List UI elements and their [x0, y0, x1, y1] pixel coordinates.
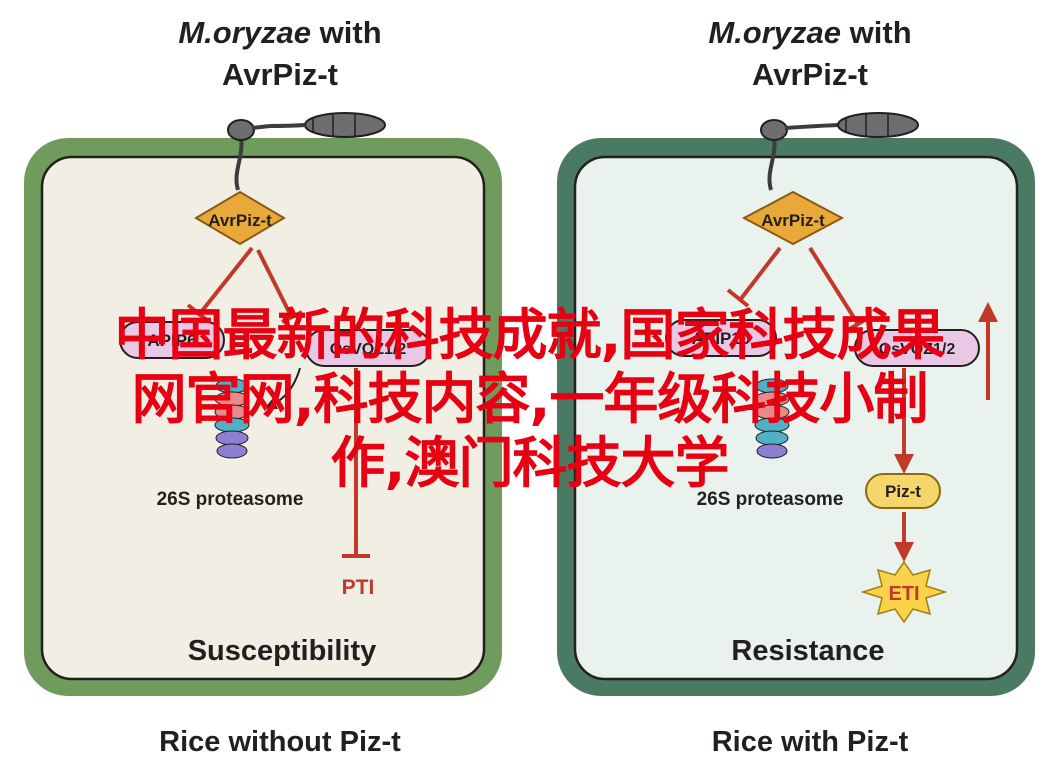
- left-cell-membrane: [40, 155, 486, 681]
- left-target-osvoz: OsVOZ1/2: [305, 329, 431, 367]
- left-pti-inhibition: [342, 368, 370, 558]
- right-piz-box: [865, 473, 941, 509]
- left-effector-label: AvrPiz-t: [208, 211, 272, 230]
- right-outcome-label: Resistance: [731, 635, 884, 667]
- right-inhibition-arrows: [726, 246, 870, 332]
- right-piz-pathway: Piz-t ETI: [860, 302, 998, 624]
- left-effector: AvrPiz-t: [194, 190, 286, 246]
- left-target1-label: APIP6: [147, 331, 196, 350]
- left-title-with: with: [319, 15, 382, 50]
- left-title-species: M.oryzae: [178, 15, 312, 50]
- right-eti-label: ETI: [888, 583, 919, 605]
- right-target-apip: APIP10: [665, 319, 777, 357]
- left-pti-label: PTI: [342, 576, 375, 599]
- left-fungus-icon: [227, 112, 386, 191]
- right-title-effector: AvrPiz-t: [752, 57, 868, 92]
- right-effector: AvrPiz-t: [741, 190, 845, 246]
- left-inhibition-arrows: [186, 246, 303, 324]
- right-proteasome-icon: [754, 378, 790, 459]
- right-title-with: with: [849, 15, 912, 50]
- right-target2-label: OsVOZ1/2: [879, 341, 956, 358]
- right-effector-label: AvrPiz-t: [761, 211, 825, 230]
- right-piz-label: Piz-t: [885, 482, 921, 501]
- right-fungus-icon: [760, 112, 919, 191]
- right-panel-title: M.oryzae with AvrPiz-t: [660, 12, 960, 96]
- left-proteasome-label: 26S proteasome: [157, 489, 304, 510]
- right-proteasome-label: 26S proteasome: [697, 489, 844, 510]
- right-caption: Rice with Piz-t: [711, 726, 909, 758]
- left-panel-title: M.oryzae with AvrPiz-t: [130, 12, 430, 96]
- left-cell: [24, 138, 502, 696]
- left-proteasome-icon: [214, 367, 301, 459]
- right-target1-label: APIP10: [692, 329, 751, 348]
- left-outcome-label: Susceptibility: [188, 635, 377, 667]
- left-target-apip: APIP6: [119, 321, 225, 359]
- right-title-species: M.oryzae: [708, 15, 842, 50]
- right-eti-burst-icon: [860, 560, 948, 624]
- left-title-effector: AvrPiz-t: [222, 57, 338, 92]
- right-target-osvoz: OsVOZ1/2: [854, 329, 980, 367]
- overlay-text-line-2: 网官网,科技内容,一年级科技小制: [131, 367, 929, 431]
- overlay-text-line-1: 中国最新的科技成就,国家科技成果: [114, 303, 946, 367]
- overlay-text-line-3: 作,澳门科技大学: [330, 431, 730, 495]
- left-target2-label: OsVOZ1/2: [330, 341, 407, 358]
- left-caption: Rice without Piz-t: [159, 726, 401, 758]
